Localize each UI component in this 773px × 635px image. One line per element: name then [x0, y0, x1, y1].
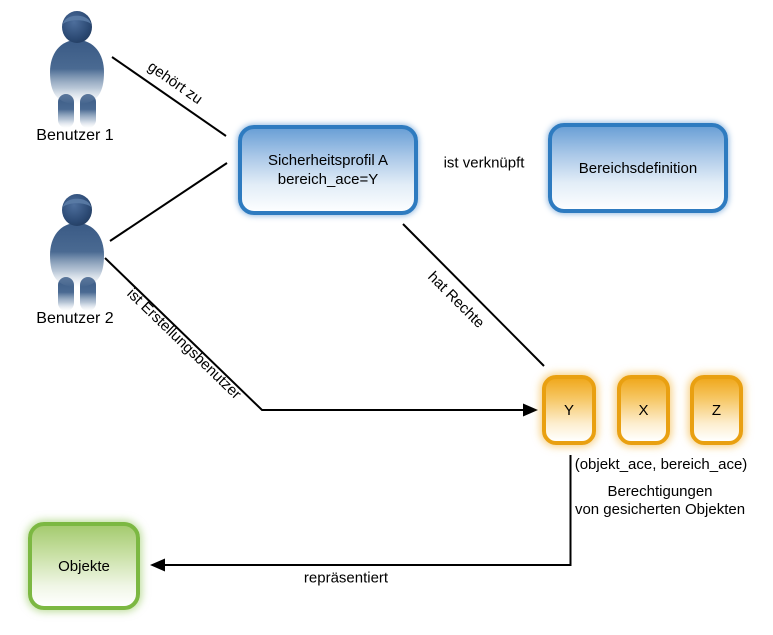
edge-label-repraesentiert: repräsentiert	[303, 569, 389, 587]
objekte-label: Objekte	[58, 557, 110, 575]
ace-z-label: Z	[711, 401, 722, 419]
node-sicherheitsprofil-a: Sicherheitsprofil A bereich_ace=Y	[238, 125, 418, 215]
arrowhead-erstellungsbenutzer	[523, 403, 538, 417]
node-ace-z: Z	[690, 375, 743, 445]
node-ace-x: X	[617, 375, 670, 445]
edge-benutzer2-profil	[109, 162, 228, 242]
edge-label-gehoert-zu: gehört zu	[144, 58, 206, 108]
edge-hat-rechte	[402, 223, 545, 367]
arrowhead-repraesentiert	[150, 558, 165, 572]
sicherheitsprofil-line2: bereich_ace=Y	[277, 171, 379, 188]
node-bereichsdefinition: Bereichsdefinition	[548, 123, 728, 213]
node-ace-y: Y	[542, 375, 596, 445]
berechtigungen-annotation: Berechtigungen von gesicherten Objekten	[575, 483, 745, 519]
user-icon-benutzer1	[46, 10, 110, 128]
person-icon	[50, 194, 104, 311]
edge-label-ist-erstellungsbenutzer: ist Erstellungsbenutzer	[123, 285, 245, 403]
benutzer2-label: Benutzer 2	[36, 310, 114, 327]
bereichsdefinition-label: Bereichsdefinition	[578, 159, 698, 177]
node-objekte: Objekte	[28, 522, 140, 610]
ace-y-label: Y	[563, 401, 574, 419]
edge-repraesentiert	[164, 455, 572, 566]
berechtigungen-line1: Berechtigungen	[607, 483, 713, 500]
sicherheitsprofil-line1: Sicherheitsprofil A	[267, 152, 389, 169]
edge-label-ist-verknuepft: ist verknüpft	[443, 154, 525, 172]
person-icon	[50, 11, 104, 128]
ace-x-label: X	[638, 401, 649, 419]
benutzer1-label: Benutzer 1	[36, 127, 114, 144]
berechtigungen-line2: von gesicherten Objekten	[574, 501, 746, 518]
user-icon-benutzer2	[46, 193, 110, 311]
ace-tuple-annotation: (objekt_ace, bereich_ace)	[574, 456, 748, 473]
edge-label-hat-rechte: hat Rechte	[424, 268, 488, 332]
